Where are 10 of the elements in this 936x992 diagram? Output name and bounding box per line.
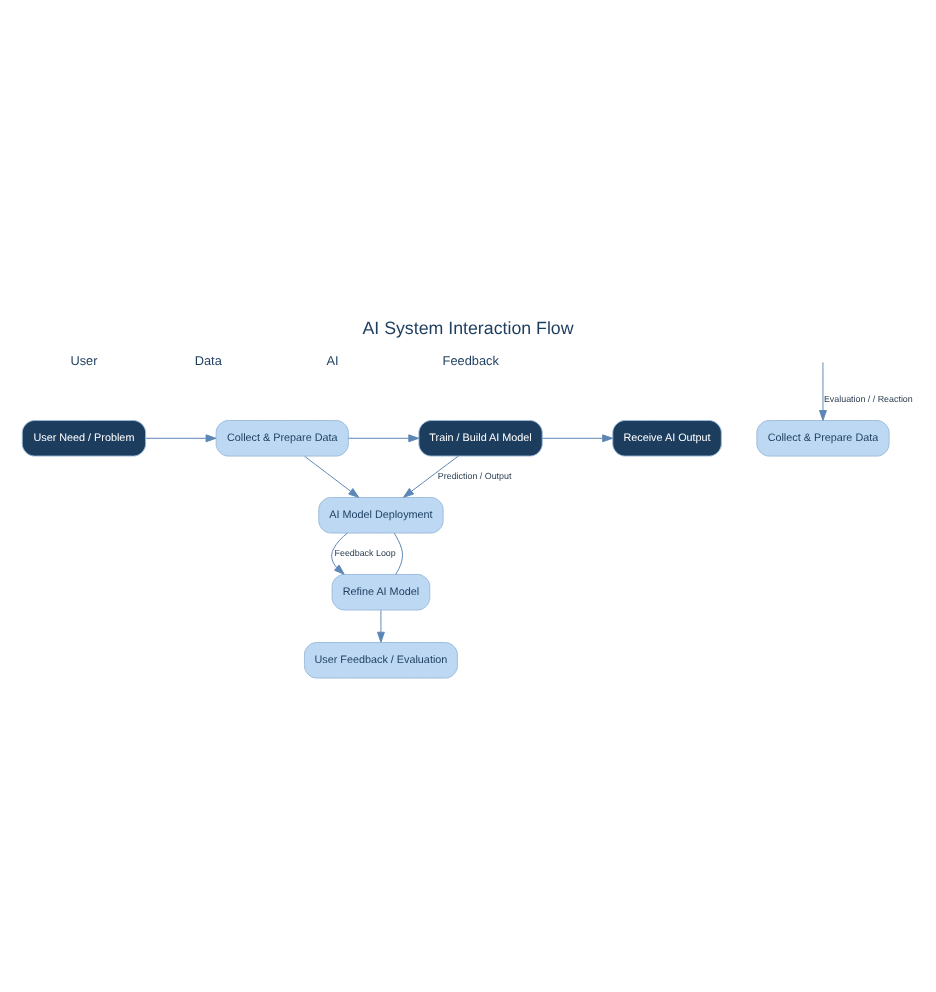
connector — [393, 531, 403, 574]
arrow — [819, 360, 827, 420]
arrow — [304, 454, 360, 497]
diagram-title: AI System Interaction Flow — [362, 317, 574, 338]
arrow — [542, 433, 614, 442]
arrow — [145, 433, 217, 442]
arrow — [331, 531, 348, 574]
arrow — [348, 433, 420, 442]
arrow — [376, 608, 385, 642]
arrow — [403, 454, 459, 497]
